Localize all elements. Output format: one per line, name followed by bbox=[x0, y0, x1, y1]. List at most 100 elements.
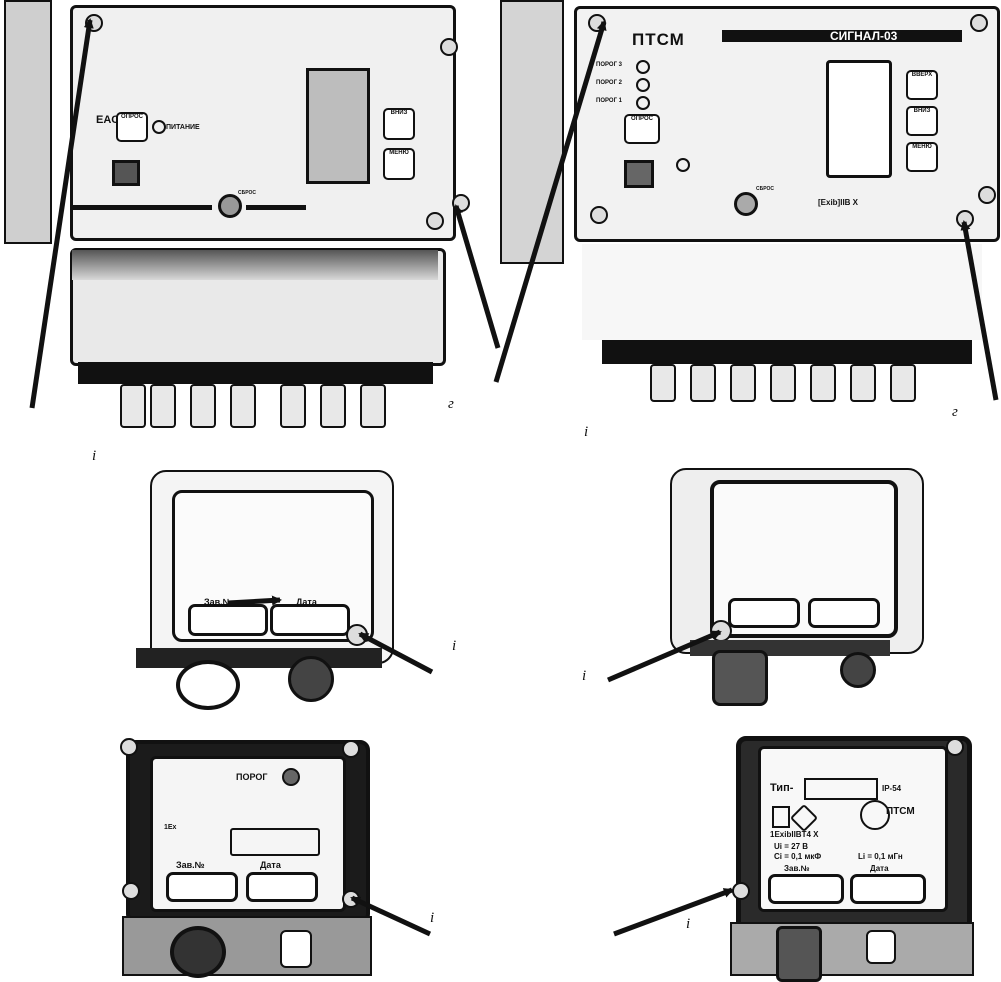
cable-gland bbox=[230, 384, 256, 428]
arrow-icon bbox=[493, 20, 607, 383]
threshold-label: ПОРОГ 2 bbox=[596, 80, 622, 86]
date-label: Дата bbox=[260, 860, 281, 870]
up-button[interactable]: ВВЕРХ bbox=[906, 70, 938, 100]
ex-marking: 1ExibIIBT4 X bbox=[770, 830, 819, 839]
arrow-icon bbox=[227, 595, 282, 606]
gland-strip bbox=[78, 362, 433, 384]
threshold-label: ПОРОГ bbox=[236, 772, 268, 782]
type-box bbox=[804, 778, 878, 800]
threshold-led-icon bbox=[636, 78, 650, 92]
cable-gland bbox=[120, 384, 146, 428]
caption-c: і bbox=[452, 638, 457, 654]
arrow-icon bbox=[453, 204, 501, 349]
cable-gland bbox=[730, 364, 756, 402]
arrow-icon bbox=[350, 895, 432, 937]
display bbox=[306, 68, 370, 184]
poll-button[interactable]: ОПРОС bbox=[116, 112, 148, 142]
cable-gland bbox=[190, 384, 216, 428]
connector-plug bbox=[776, 926, 822, 982]
threshold-label: ПОРОГ 1 bbox=[596, 98, 622, 104]
serial-number-field bbox=[728, 598, 800, 628]
poll-button-label: ОПРОС bbox=[631, 116, 653, 122]
arrow-icon bbox=[607, 629, 722, 683]
date-field bbox=[808, 598, 880, 628]
screw-icon bbox=[440, 38, 458, 56]
label-box bbox=[230, 828, 320, 856]
cable-gland bbox=[280, 384, 306, 428]
lower-housing bbox=[582, 244, 982, 340]
photo-e-sensor: ПОРОГ 1Ex Зав.№ Дата і bbox=[110, 730, 450, 980]
date-field bbox=[850, 874, 926, 904]
up-button-label: ВВЕРХ bbox=[911, 72, 933, 78]
cable-gland bbox=[320, 384, 346, 428]
eac-mark: EAC bbox=[96, 114, 120, 126]
threshold-led-icon bbox=[282, 768, 300, 786]
date-label: Дата bbox=[870, 864, 889, 873]
arrow-icon bbox=[613, 887, 734, 937]
reset-label: СБРОС bbox=[238, 190, 256, 196]
screw-icon bbox=[946, 738, 964, 756]
type-label: Тип- bbox=[770, 782, 794, 794]
usb-port-icon bbox=[624, 160, 654, 188]
down-button-label: ВНИЗ bbox=[913, 108, 931, 114]
poll-button-label: ОПРОС bbox=[121, 114, 143, 120]
li-rating: Li = 0,1 мГн bbox=[858, 852, 903, 861]
menu-button-label: МЕНЮ bbox=[912, 144, 932, 150]
cable-gland bbox=[770, 364, 796, 402]
screw-icon bbox=[978, 186, 996, 204]
caption-a2: г bbox=[448, 396, 454, 412]
reset-button[interactable] bbox=[734, 192, 758, 216]
screw-icon bbox=[590, 206, 608, 224]
logo: ПТСМ bbox=[632, 30, 685, 49]
menu-button[interactable]: МЕНЮ bbox=[906, 142, 938, 172]
serial-number-label: Зав.№ bbox=[784, 864, 810, 873]
reset-label: СБРОС bbox=[756, 186, 774, 192]
cable-gland bbox=[150, 384, 176, 428]
power-label: ПИТАНИЕ bbox=[166, 124, 200, 131]
usb-port-icon bbox=[112, 160, 140, 186]
connector-plug bbox=[840, 652, 876, 688]
reset-button[interactable] bbox=[218, 194, 242, 218]
arrow-icon bbox=[29, 18, 94, 409]
ex-symbol-icon bbox=[772, 806, 790, 828]
down-button[interactable]: ВНИЗ bbox=[383, 108, 415, 140]
arrow-icon bbox=[960, 220, 999, 401]
serial-number-field bbox=[188, 604, 268, 636]
ptsm-logo-icon bbox=[860, 800, 890, 830]
mounting-bracket bbox=[4, 0, 52, 244]
screw-icon bbox=[120, 738, 138, 756]
down-button[interactable]: ВНИЗ bbox=[906, 106, 938, 136]
caption-b: і bbox=[584, 424, 589, 440]
serial-number-field bbox=[768, 874, 844, 904]
connector-plug bbox=[280, 930, 312, 968]
caption-a: і bbox=[92, 448, 97, 464]
poll-button[interactable]: ОПРОС bbox=[624, 114, 660, 144]
serial-number-label: Зав.№ bbox=[176, 860, 205, 870]
cable-gland bbox=[650, 364, 676, 402]
serial-number-label: Зав.№ bbox=[204, 597, 233, 607]
cable-gland bbox=[360, 384, 386, 428]
connector-plug bbox=[288, 656, 334, 702]
menu-button[interactable]: МЕНЮ bbox=[383, 148, 415, 180]
connector-plug bbox=[170, 926, 226, 978]
power-indicator-icon bbox=[152, 120, 166, 134]
cable-gland bbox=[690, 364, 716, 402]
date-field bbox=[246, 872, 318, 902]
date-field bbox=[270, 604, 350, 636]
model-label: СИГНАЛ-03 bbox=[830, 29, 898, 43]
photo-c-sensor: Зав.№ Дата і bbox=[120, 460, 456, 720]
menu-button-label: МЕНЮ bbox=[389, 150, 409, 156]
threshold-label: ПОРОГ 3 bbox=[596, 62, 622, 68]
photo-f-sensor: Тип- IP-54 ПТСМ 1ExibIIBT4 X Ui = 27 В C… bbox=[686, 730, 1001, 982]
threshold-led-icon bbox=[636, 60, 650, 74]
cable-gland bbox=[810, 364, 836, 402]
caption-b2: г bbox=[952, 404, 958, 420]
gland-strip bbox=[602, 340, 972, 364]
divider-strip bbox=[246, 205, 306, 210]
screw-icon bbox=[970, 14, 988, 32]
ex-label: 1Ex bbox=[164, 824, 177, 831]
caption-d: і bbox=[582, 668, 587, 684]
photo-a-device-front: EAC ОПРОС ПИТАНИЕ ВНИЗ МЕНЮ СБРОС і г bbox=[0, 0, 480, 464]
model-band bbox=[722, 30, 962, 42]
